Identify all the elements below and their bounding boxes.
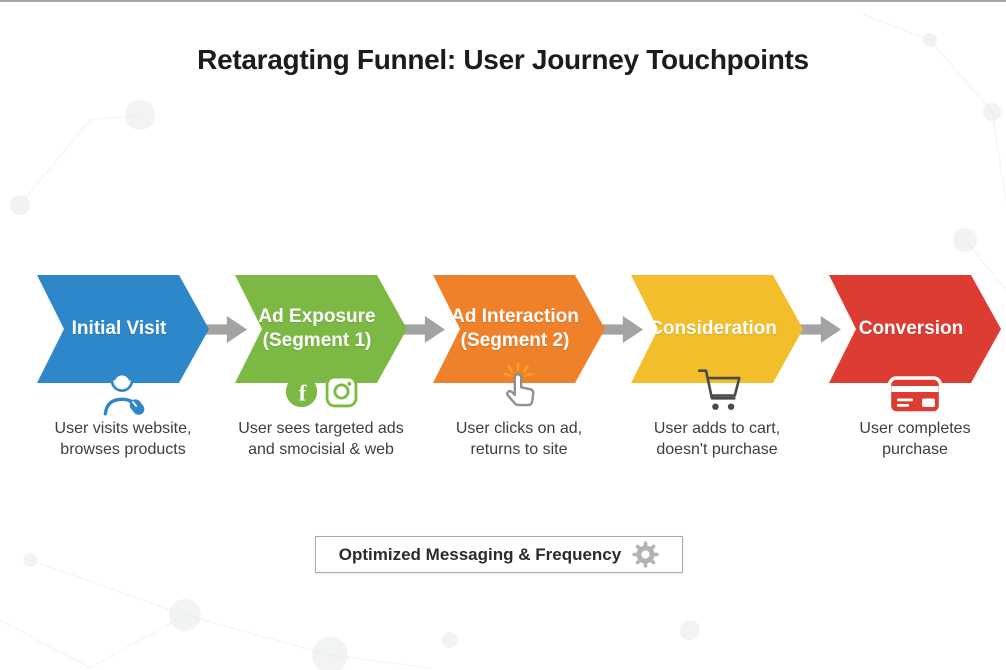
stage-icon-group [631, 362, 803, 420]
stage-label: Conversion [858, 318, 964, 339]
flow-arrow-icon [403, 316, 445, 343]
flow-arrow-icon [601, 316, 643, 343]
funnel-stage-ad-exposure: Ad Exposure (Segment 1) [235, 275, 407, 383]
stage-sublabel: (Segment 1) [262, 330, 372, 351]
click-tap-icon [503, 362, 535, 407]
stage-description: User adds to cart, doesn't purchase [653, 420, 781, 458]
flow-arrow-icon [205, 316, 247, 343]
stage-description: User clicks on ad, returns to site [455, 420, 583, 458]
optimized-messaging-banner: Optimized Messaging & Frequency [315, 536, 683, 573]
stage-label: Consideration [649, 318, 777, 339]
stage-description: User sees targeted ads and smocisial & w… [238, 420, 404, 458]
footer-label: Optimized Messaging & Frequency [338, 544, 622, 564]
slide-top-edge [0, 0, 1006, 2]
stage-label: Initial Visit [71, 318, 167, 339]
stage-description: User completes purchase [859, 420, 971, 458]
stage-icon-group [37, 362, 209, 420]
stage-description: User visits website, browses products [54, 420, 192, 458]
user-with-mouse-icon [103, 369, 145, 416]
facebook-icon: f [285, 375, 317, 408]
funnel-stage-initial-visit: Initial Visit [37, 275, 209, 383]
instagram-icon [325, 375, 357, 408]
credit-card-icon [887, 376, 943, 415]
gear-icon [632, 541, 659, 568]
stage-label: Ad Interaction [451, 306, 579, 327]
stage-icon-group: f [235, 362, 407, 420]
svg-text:f: f [298, 380, 306, 405]
stage-icon-group [433, 362, 605, 420]
stage-icon-group [829, 362, 1001, 420]
funnel-stage-ad-interaction: Ad Interaction (Segment 2) [433, 275, 605, 383]
stage-label: Ad Exposure [258, 306, 376, 327]
funnel-stage-conversion: Conversion [829, 275, 1001, 383]
shopping-cart-icon [697, 369, 741, 410]
flow-arrow-icon [799, 316, 841, 343]
stage-sublabel: (Segment 2) [460, 330, 570, 351]
funnel-stage-consideration: Consideration [631, 275, 803, 383]
diagram-title: Retaragting Funnel: User Journey Touchpo… [197, 44, 809, 75]
